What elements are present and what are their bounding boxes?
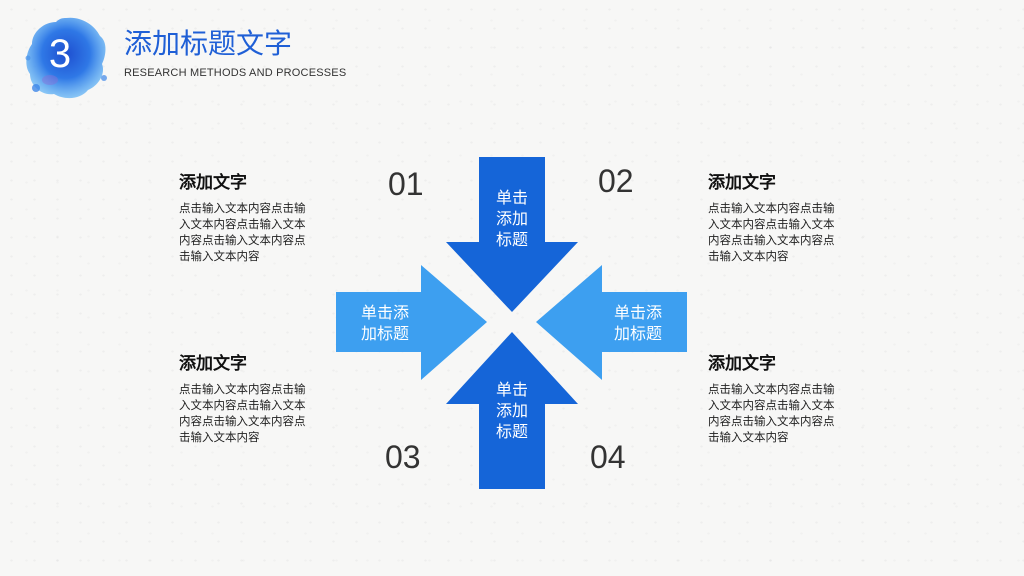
block-title[interactable]: 添加文字	[708, 173, 776, 193]
step-number-03: 03	[385, 439, 421, 475]
block-title[interactable]: 添加文字	[179, 354, 247, 374]
step-number-02: 02	[598, 163, 634, 199]
text-block-top-left: 添加文字 点击输入文本内容点击输入文本内容点击输入文本内容点击输入文本内容点击输…	[179, 172, 319, 264]
bottom-arrow-label: 单击 添加 标题	[495, 380, 528, 441]
block-body[interactable]: 点击输入文本内容点击输入文本内容点击输入文本内容点击输入文本内容点击输入文本内容	[708, 201, 835, 263]
block-title[interactable]: 添加文字	[708, 354, 776, 374]
left-arrow[interactable]	[336, 265, 487, 380]
page-subtitle: RESEARCH METHODS AND PROCESSES	[124, 67, 347, 79]
block-title[interactable]: 添加文字	[179, 173, 247, 193]
block-body[interactable]: 点击输入文本内容点击输入文本内容点击输入文本内容点击输入文本内容点击输入文本内容	[708, 382, 835, 444]
section-number: 3	[48, 32, 72, 76]
block-body[interactable]: 点击输入文本内容点击输入文本内容点击输入文本内容点击输入文本内容点击输入文本内容	[179, 382, 306, 444]
step-number-04: 04	[590, 439, 626, 475]
block-body[interactable]: 点击输入文本内容点击输入文本内容点击输入文本内容点击输入文本内容点击输入文本内容	[179, 201, 306, 263]
page-title: 添加标题文字	[124, 27, 293, 60]
text-block-bottom-left: 添加文字 点击输入文本内容点击输入文本内容点击输入文本内容点击输入文本内容点击输…	[179, 353, 319, 445]
right-arrow[interactable]	[536, 265, 687, 380]
left-arrow-label: 单击添 加标题	[360, 303, 409, 343]
text-block-top-right: 添加文字 点击输入文本内容点击输入文本内容点击输入文本内容点击输入文本内容点击输…	[708, 172, 848, 264]
bottom-arrow[interactable]	[446, 332, 578, 489]
right-arrow-label: 单击添 加标题	[613, 303, 662, 343]
step-number-01: 01	[388, 166, 424, 202]
top-arrow[interactable]	[446, 157, 578, 312]
section-badge-splash	[25, 17, 107, 99]
top-arrow-label: 单击 添加 标题	[495, 188, 528, 249]
text-block-bottom-right: 添加文字 点击输入文本内容点击输入文本内容点击输入文本内容点击输入文本内容点击输…	[708, 353, 848, 445]
